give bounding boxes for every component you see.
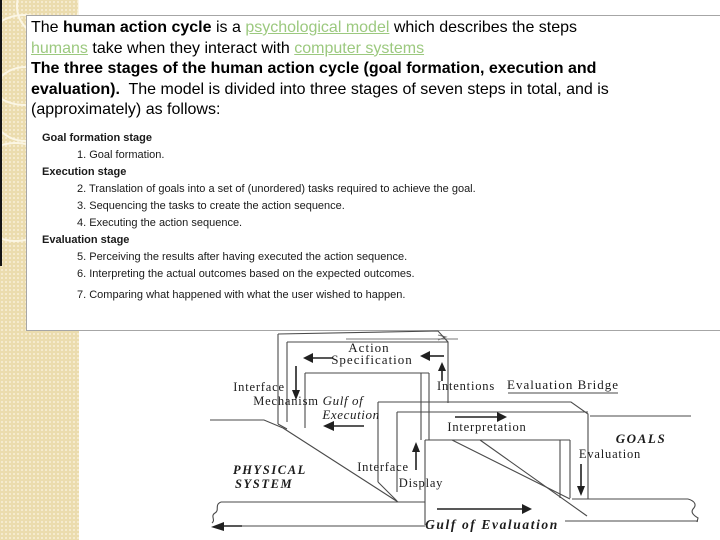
execution-bridge-faded-underline (346, 334, 458, 341)
label-execution: Execution (321, 407, 379, 422)
link-computer-systems[interactable]: computer systems (294, 39, 425, 57)
evaluation-bridge-lines (377, 401, 589, 502)
label-evaluation-bridge: Evaluation Bridge (507, 377, 619, 394)
stages-outline: Goal formation stage 1. Goal formation. … (31, 130, 716, 304)
label-display: Display (399, 476, 444, 490)
slide-text-panel: The human action cycle is a psychologica… (26, 15, 720, 331)
flow-arrows (292, 351, 585, 514)
label-system: SYSTEM (235, 477, 293, 491)
label-gulf-of-evaluation: Gulf of Evaluation (425, 517, 559, 532)
link-humans[interactable]: humans (31, 39, 88, 57)
label-specification: Specification (331, 352, 413, 367)
link-psychological-model[interactable]: psychological model (245, 19, 390, 36)
label-interface-mid: Interface (357, 460, 409, 474)
intro-text: The (31, 19, 64, 36)
label-mechanism: Mechanism (253, 394, 319, 408)
label-evaluation: Evaluation (579, 447, 641, 461)
stages-text: The model is divided into three stages o… (119, 80, 609, 98)
label-goals: GOALS (616, 431, 667, 446)
label-physical: PHYSICAL (233, 463, 307, 477)
execution-bridge-lines (210, 330, 449, 440)
stages-text: (approximately) as follows: (31, 101, 221, 119)
outline-stage-heading: Goal formation stage (42, 131, 153, 144)
stages-bold-text: evaluation). (31, 80, 120, 98)
left-black-border (0, 0, 2, 266)
label-interpretation: Interpretation (447, 420, 526, 434)
outline-stage-heading: Evaluation stage (42, 233, 130, 246)
label-interface-top: Interface (233, 380, 285, 394)
label-intentions: Intentions (437, 379, 495, 393)
outline-step: 6. Interpreting the actual outcomes base… (77, 267, 415, 280)
stages-bold-text: The three stages of the human action cyc… (31, 60, 597, 78)
outline-step: 3. Sequencing the tasks to create the ac… (77, 199, 345, 212)
outline-step: 2. Translation of goals into a set of (u… (77, 182, 476, 195)
intro-text: is a (211, 19, 246, 36)
intro-bold-term: human action cycle (63, 19, 212, 36)
outline-step: 5. Perceiving the results after having e… (77, 250, 408, 263)
evaluation-ramp-lines (451, 439, 588, 517)
label-gulf-of: Gulf of (323, 393, 365, 408)
outline-step: 7. Comparing what happened with what the… (77, 288, 406, 301)
outline-stage-heading: Execution stage (42, 165, 127, 178)
intro-paragraph: The human action cycle is a psychologica… (31, 18, 716, 121)
execution-slope-line (282, 427, 399, 503)
intro-text: which describes the steps (389, 19, 578, 36)
svg-text:Evaluation Bridge: Evaluation Bridge (507, 377, 619, 392)
evaluation-floor (565, 498, 699, 523)
outline-step: 1. Goal formation. (77, 148, 165, 161)
human-action-cycle-diagram: Action Specification Interface Mechanism… (210, 330, 699, 532)
physical-system-floor (211, 501, 426, 531)
label-action: Action (348, 340, 389, 355)
intro-text: take when they interact with (87, 39, 295, 57)
outline-step: 4. Executing the action sequence. (77, 216, 243, 229)
